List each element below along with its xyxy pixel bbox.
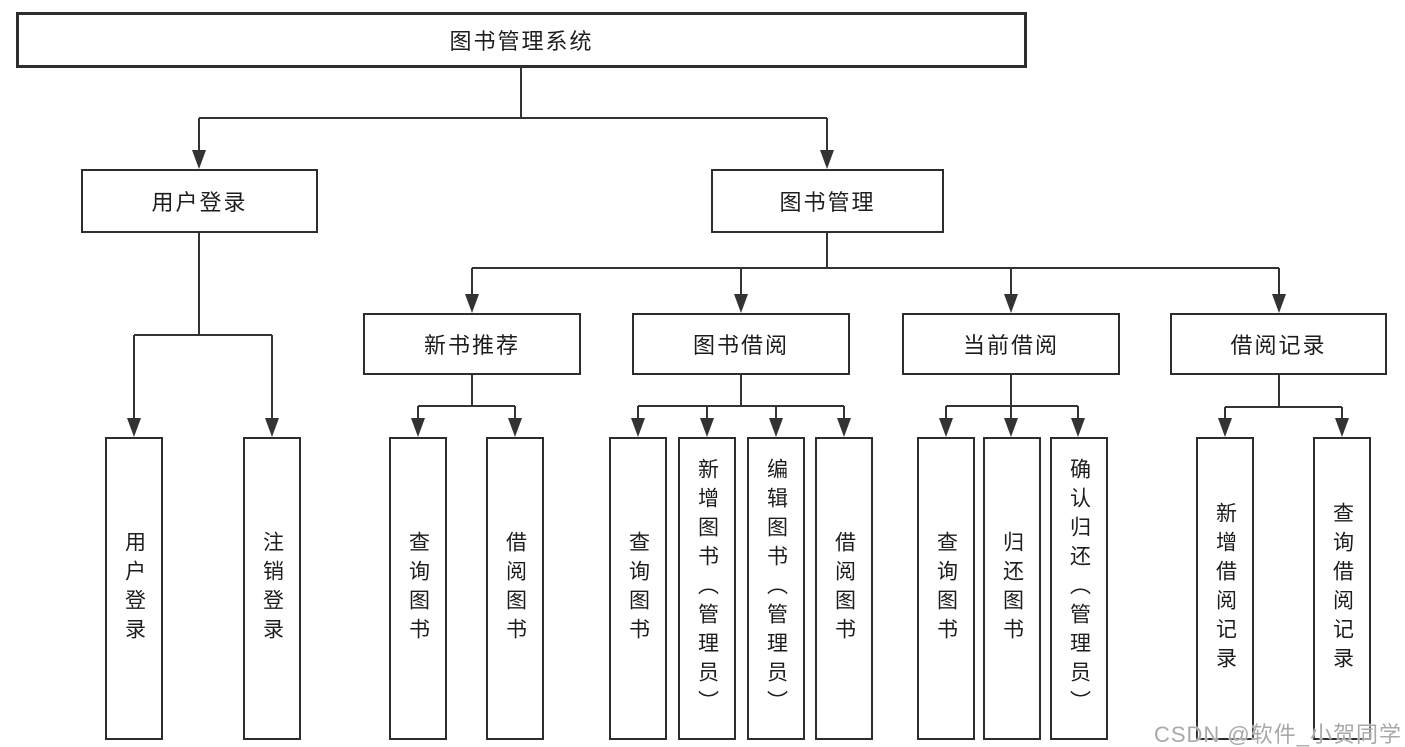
- node-borrow-record-label: 借阅记录: [1230, 333, 1327, 358]
- arrowheads: [127, 150, 1349, 437]
- leaf-cb-confirm-return-admin-label: 确认归还（管理员）: [1067, 458, 1091, 719]
- leaf-bb-borrow-book-label: 借阅图书: [832, 530, 856, 647]
- leaf-br-query-record-label: 查询借阅记录: [1330, 501, 1354, 676]
- leaf-user-login-label: 用户登录: [122, 530, 146, 647]
- leaf-nb-borrow-book-label: 借阅图书: [503, 530, 527, 647]
- node-current-borrow: 当前借阅: [902, 313, 1120, 375]
- leaf-logout-label: 注销登录: [260, 530, 284, 647]
- leaf-nb-query-book: 查询图书: [389, 437, 447, 740]
- leaf-cb-query-book: 查询图书: [917, 437, 975, 740]
- leaf-br-add-record-label: 新增借阅记录: [1213, 501, 1237, 676]
- leaf-cb-return-book-label: 归还图书: [1000, 530, 1024, 647]
- node-new-book-recommend-label: 新书推荐: [423, 333, 520, 358]
- leaf-bb-add-book-admin-label: 新增图书（管理员）: [695, 458, 719, 719]
- leaf-bb-query-book: 查询图书: [609, 437, 667, 740]
- node-book-borrow: 图书借阅: [632, 313, 850, 375]
- leaf-cb-query-book-label: 查询图书: [934, 530, 958, 647]
- leaf-br-add-record: 新增借阅记录: [1196, 437, 1254, 740]
- csdn-watermark: CSDN @软件_小贺同学: [1153, 722, 1402, 747]
- node-root: 图书管理系统: [16, 12, 1027, 68]
- node-root-label: 图书管理系统: [449, 29, 594, 54]
- leaf-user-login: 用户登录: [105, 437, 163, 740]
- leaf-bb-edit-book-admin-label: 编辑图书（管理员）: [764, 458, 788, 719]
- leaf-br-query-record: 查询借阅记录: [1313, 437, 1371, 740]
- node-book-management-label: 图书管理: [779, 190, 876, 215]
- leaf-cb-confirm-return-admin: 确认归还（管理员）: [1050, 437, 1108, 740]
- leaf-nb-query-book-label: 查询图书: [406, 530, 430, 647]
- node-borrow-record: 借阅记录: [1170, 313, 1387, 375]
- node-book-borrow-label: 图书借阅: [692, 333, 789, 358]
- node-user-login: 用户登录: [81, 169, 318, 233]
- leaf-logout: 注销登录: [243, 437, 301, 740]
- node-new-book-recommend: 新书推荐: [363, 313, 581, 375]
- leaf-bb-add-book-admin: 新增图书（管理员）: [678, 437, 736, 740]
- leaf-bb-borrow-book: 借阅图书: [815, 437, 873, 740]
- node-user-login-label: 用户登录: [151, 190, 248, 215]
- leaf-bb-query-book-label: 查询图书: [626, 530, 650, 647]
- leaf-nb-borrow-book: 借阅图书: [486, 437, 544, 740]
- leaf-cb-return-book: 归还图书: [983, 437, 1041, 740]
- node-current-borrow-label: 当前借阅: [962, 333, 1059, 358]
- leaf-bb-edit-book-admin: 编辑图书（管理员）: [747, 437, 805, 740]
- node-book-management: 图书管理: [711, 169, 944, 233]
